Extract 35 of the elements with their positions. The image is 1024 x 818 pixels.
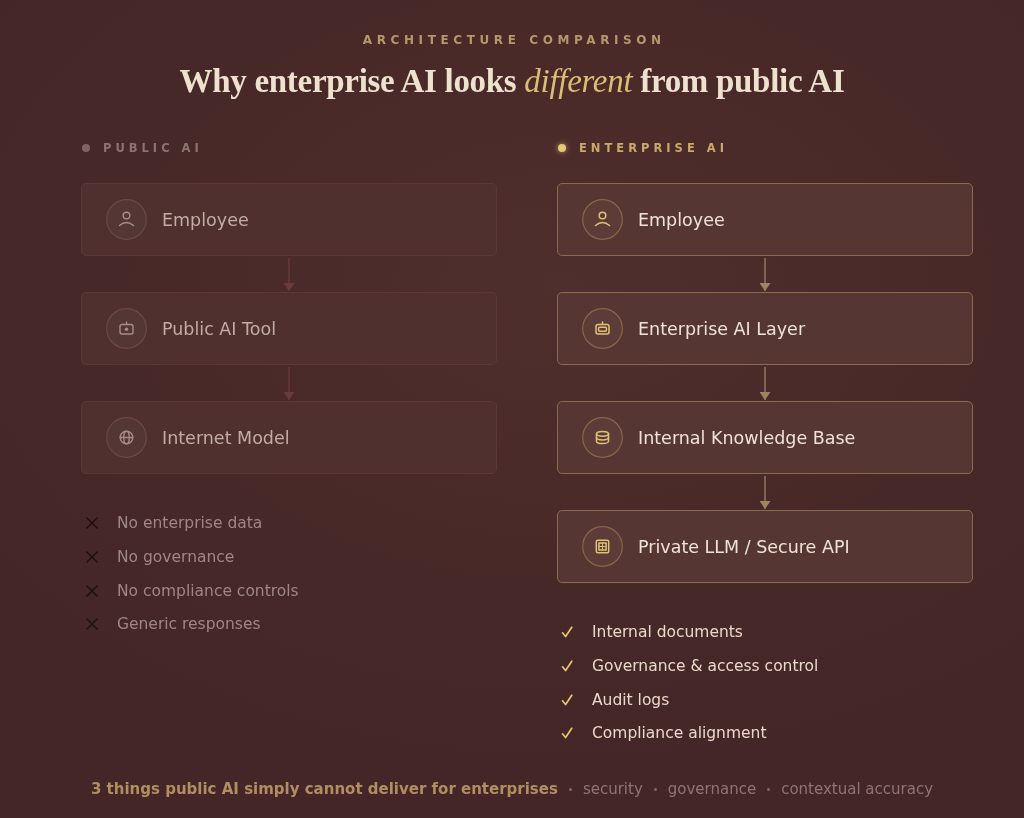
node-label: Employee	[162, 208, 249, 232]
arrow	[759, 257, 771, 292]
section-heading: PUBLIC AI	[103, 140, 203, 156]
footer-keyword: contextual accuracy	[781, 779, 934, 800]
arrow	[283, 366, 295, 401]
process-box	[557, 401, 973, 474]
list-item: No enterprise data	[117, 513, 263, 534]
title: Why enterprise AI looks different from public AI	[179, 62, 845, 101]
footer-keyword: security	[582, 779, 643, 800]
process-box	[81, 183, 497, 256]
eyebrow-text: ARCHITECTURE COMPARISON	[361, 32, 666, 48]
list-item: Compliance alignment	[592, 723, 767, 744]
section-heading: ENTERPRISE AI	[579, 140, 728, 156]
arrow	[759, 475, 771, 510]
arrow	[283, 257, 295, 292]
node-label: Internal Knowledge Base	[638, 426, 856, 450]
list-item: No governance	[117, 547, 235, 568]
list-item: Audit logs	[592, 690, 670, 711]
list-item: Internal documents	[592, 622, 743, 643]
node-label: Enterprise AI Layer	[638, 317, 806, 341]
process-box	[81, 292, 497, 365]
process-box	[557, 510, 973, 583]
footer-note: 3 things public AI simply cannot deliver for enterprises	[90, 779, 558, 800]
list-item: Generic responses	[117, 614, 261, 635]
process-box	[557, 292, 973, 365]
process-box	[81, 401, 497, 474]
node-label: Private LLM / Secure API	[638, 535, 850, 559]
node-label: Internet Model	[162, 426, 290, 450]
footer-keyword: governance	[667, 779, 757, 800]
arrow	[759, 366, 771, 401]
process-box	[557, 183, 973, 256]
node-label: Employee	[638, 208, 725, 232]
list-item: No compliance controls	[117, 581, 299, 602]
node-label: Public AI Tool	[162, 317, 277, 341]
list-item: Governance & access control	[592, 656, 819, 677]
